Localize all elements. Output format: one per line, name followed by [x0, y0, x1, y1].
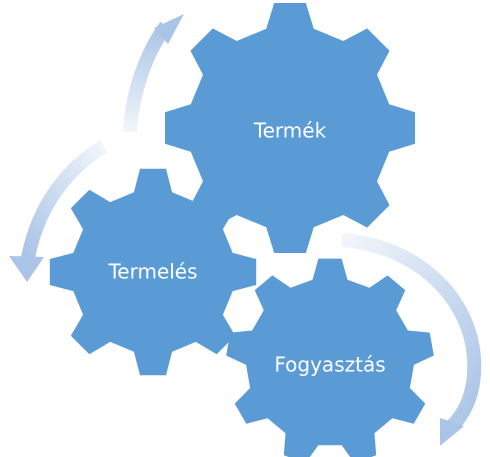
- gear-termek-icon: [165, 3, 415, 253]
- cycle-arrow-right: [341, 233, 482, 431]
- gear-fogyasztas: Fogyasztás: [226, 258, 434, 457]
- gear-fogyasztas-icon: [226, 258, 434, 457]
- gear-termeles-label: Termelés: [107, 260, 197, 284]
- gear-termek-label: Termék: [253, 119, 327, 143]
- arrow-head-right-icon: [440, 418, 464, 446]
- gear-fogyasztas-label: Fogyasztás: [274, 353, 385, 377]
- arrow-head-left-icon: [9, 256, 44, 282]
- cycle-arrow-top: [123, 21, 172, 133]
- cycle-arrow-left: [21, 140, 108, 260]
- gear-termeles-icon: [49, 168, 257, 376]
- gear-termek: Termék: [165, 3, 415, 253]
- gear-termeles: Termelés: [49, 168, 257, 376]
- arrow-head-top-icon: [154, 14, 184, 44]
